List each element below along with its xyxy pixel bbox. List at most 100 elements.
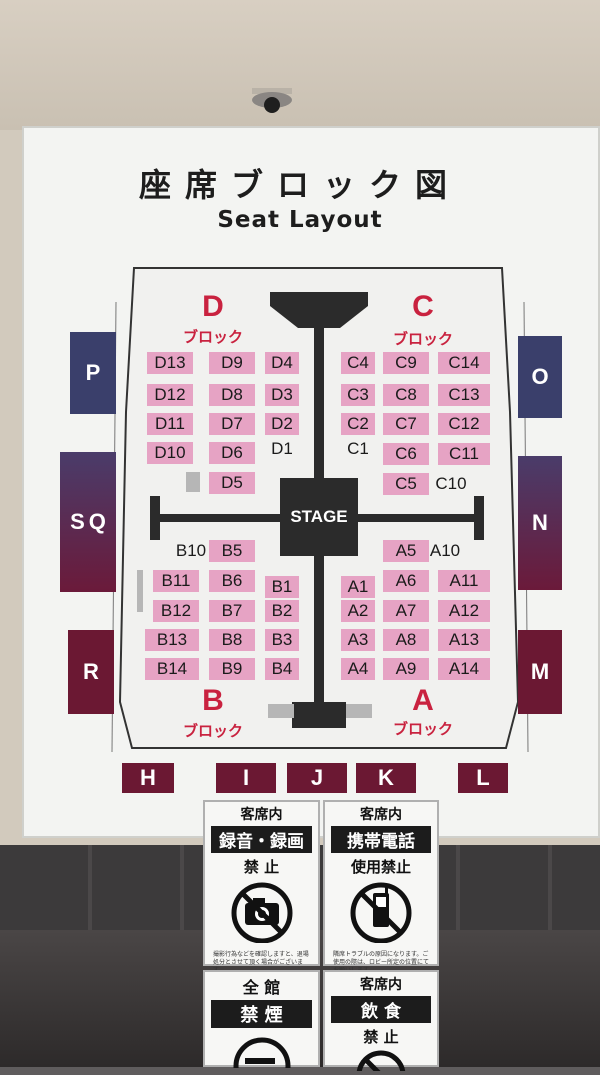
seat-a10[interactable]: A10: [429, 541, 461, 560]
block-r[interactable]: R: [68, 630, 114, 714]
gray-marker: [137, 570, 143, 612]
block-k[interactable]: K: [356, 763, 416, 793]
seat-c1[interactable]: C1: [347, 439, 369, 458]
title-japanese: 座席ブロック図: [138, 166, 461, 204]
seat-b10[interactable]: B10: [175, 541, 207, 560]
seat-d5[interactable]: D5: [209, 472, 255, 494]
seat-a4[interactable]: A4: [341, 658, 375, 680]
sign-sub: 禁 止: [243, 858, 280, 876]
title-english: Seat Layout: [217, 207, 383, 233]
seat-d2[interactable]: D2: [265, 413, 299, 435]
block-s-label: S: [70, 509, 85, 534]
ceiling: [0, 0, 600, 130]
stage: STAGE: [280, 478, 358, 556]
seat-c5[interactable]: C5: [383, 473, 429, 495]
block-c-word: ブロック: [392, 330, 453, 348]
seat-c4[interactable]: C4: [341, 352, 375, 374]
block-d-word: ブロック: [182, 328, 243, 346]
seat-c11[interactable]: C11: [438, 443, 490, 465]
seat-b1[interactable]: B1: [265, 576, 299, 598]
seat-c13[interactable]: C13: [438, 384, 490, 406]
seat-a7[interactable]: A7: [383, 600, 429, 622]
seat-b5[interactable]: B5: [209, 540, 255, 562]
seat-d8[interactable]: D8: [209, 384, 255, 406]
block-p[interactable]: P: [70, 332, 116, 414]
sign-sub: 禁 止: [363, 1028, 399, 1046]
sign-no-phones: 客席内 携帯電話 使用禁止 隣席トラブルの原因になります。ご使用の際は、ロビー所…: [323, 800, 439, 974]
seat-c8[interactable]: C8: [383, 384, 429, 406]
seat-d7[interactable]: D7: [209, 413, 255, 435]
sign-no-eating: 客席内 飲 食 禁 止: [323, 970, 439, 1075]
seat-a9[interactable]: A9: [383, 658, 429, 680]
block-a-word: ブロック: [392, 720, 453, 738]
seat-a12[interactable]: A12: [438, 600, 490, 622]
block-i[interactable]: I: [216, 763, 276, 793]
block-sq[interactable]: S Q: [60, 452, 116, 592]
seat-b14[interactable]: B14: [145, 658, 199, 680]
block-l[interactable]: L: [458, 763, 508, 793]
sign-bar: 飲 食: [331, 996, 431, 1023]
block-b-word: ブロック: [182, 722, 243, 740]
seat-b8[interactable]: B8: [209, 629, 255, 651]
sign-bar: 禁 煙: [211, 1000, 312, 1028]
seat-d11[interactable]: D11: [147, 413, 193, 435]
seat-b2[interactable]: B2: [265, 600, 299, 622]
seat-c14[interactable]: C14: [438, 352, 490, 374]
seat-a1[interactable]: A1: [341, 576, 375, 598]
block-o[interactable]: O: [518, 336, 562, 418]
seat-d13[interactable]: D13: [147, 352, 193, 374]
sign-header: 客席内: [360, 977, 402, 993]
seat-b13[interactable]: B13: [145, 629, 199, 651]
seat-c9[interactable]: C9: [383, 352, 429, 374]
seat-d1[interactable]: D1: [271, 439, 293, 458]
seat-a5[interactable]: A5: [383, 540, 429, 562]
no-camera-icon: [231, 882, 293, 944]
seat-d10[interactable]: D10: [147, 442, 193, 464]
block-n[interactable]: N: [518, 456, 562, 590]
no-smoking-icon: [233, 1037, 291, 1075]
seat-d4[interactable]: D4: [265, 352, 299, 374]
seat-c6[interactable]: C6: [383, 443, 429, 465]
no-phone-icon: [350, 882, 412, 944]
seat-a11[interactable]: A11: [438, 570, 490, 592]
seat-a2[interactable]: A2: [341, 600, 375, 622]
block-j[interactable]: J: [287, 763, 347, 793]
sign-header: 全 館: [242, 978, 281, 997]
block-h[interactable]: H: [122, 763, 174, 793]
seat-d6[interactable]: D6: [209, 442, 255, 464]
block-c-letter: C: [412, 290, 434, 323]
seat-d9[interactable]: D9: [209, 352, 255, 374]
seat-b11[interactable]: B11: [153, 570, 199, 592]
seat-a13[interactable]: A13: [438, 629, 490, 651]
seat-b7[interactable]: B7: [209, 600, 255, 622]
seat-d12[interactable]: D12: [147, 384, 193, 406]
sign-sub: 使用禁止: [350, 858, 411, 876]
block-m[interactable]: M: [518, 630, 562, 714]
seat-b6[interactable]: B6: [209, 570, 255, 592]
security-camera-icon: [252, 88, 292, 113]
seat-b4[interactable]: B4: [265, 658, 299, 680]
block-d-letter: D: [202, 290, 224, 323]
seat-d3[interactable]: D3: [265, 384, 299, 406]
seat-c10[interactable]: C10: [435, 474, 467, 493]
seat-c3[interactable]: C3: [341, 384, 375, 406]
block-b-letter: B: [202, 684, 224, 717]
seat-a8[interactable]: A8: [383, 629, 429, 651]
block-a-letter: A: [412, 684, 434, 717]
seat-b3[interactable]: B3: [265, 629, 299, 651]
seat-c2[interactable]: C2: [341, 413, 375, 435]
sign-bar: 録音・録画: [211, 826, 312, 853]
block-q-label: Q: [88, 509, 106, 534]
seat-a14[interactable]: A14: [438, 658, 490, 680]
gray-marker: [186, 472, 200, 492]
sign-no-recording: 客席内 録音・録画 禁 止 撮影行為などを確認しますと、退場処分とさせて頂く場合…: [203, 800, 320, 974]
no-food-icon: [356, 1050, 406, 1075]
sign-header: 客席内: [360, 807, 402, 823]
seat-c12[interactable]: C12: [438, 413, 490, 435]
seat-a6[interactable]: A6: [383, 570, 429, 592]
seat-b9[interactable]: B9: [209, 658, 255, 680]
seat-b12[interactable]: B12: [153, 600, 199, 622]
seat-c7[interactable]: C7: [383, 413, 429, 435]
seat-a3[interactable]: A3: [341, 629, 375, 651]
gray-marker: [268, 704, 294, 718]
